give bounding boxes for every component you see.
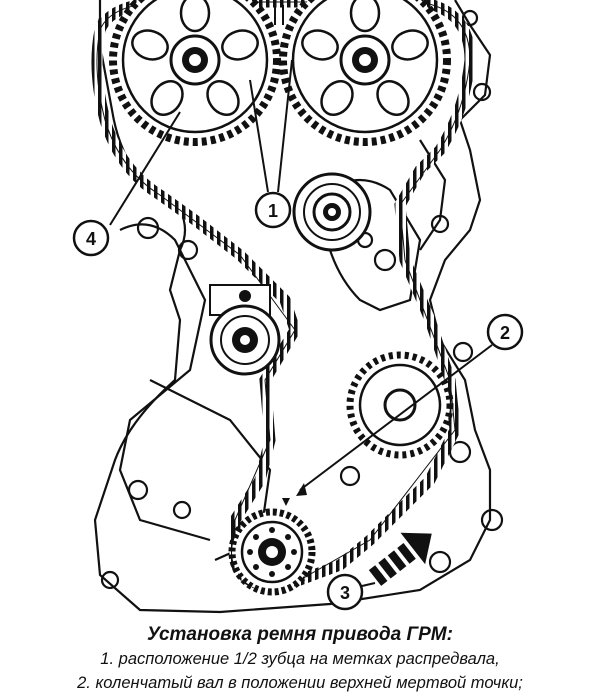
camshaft-sprocket-left [109, 0, 281, 146]
callout-2: 2 [486, 313, 524, 351]
view-direction-arrow [368, 532, 432, 586]
timing-belt-diagram: 1 2 3 4 [72, 0, 524, 614]
callout-3-label: 3 [340, 583, 350, 603]
caption-line-1: 1. расположение 1/2 зубца на метках расп… [100, 650, 500, 668]
engine-block-outline [93, 0, 504, 614]
caption-title: Установка ремня привода ГРМ: [147, 624, 453, 645]
crankshaft-sprocket [228, 508, 316, 596]
callout-1-label: 1 [268, 201, 278, 221]
callout-4-label: 4 [86, 229, 96, 249]
callout-3: 3 [326, 573, 364, 611]
callout-4: 4 [72, 219, 110, 257]
caption-line-2: 2. коленчатый вал в положении верхней ме… [77, 674, 523, 692]
callout-leader-lines [109, 59, 493, 587]
leader-arrowhead [296, 483, 307, 496]
crank-timing-mark [282, 498, 290, 506]
tensioner-pulley [209, 284, 281, 376]
camshaft-sprocket-right [279, 0, 451, 146]
idler-pulley-right [292, 172, 372, 252]
water-pump-pulley [346, 351, 454, 459]
callout-1: 1 [254, 191, 292, 229]
callout-2-label: 2 [500, 323, 510, 343]
camshaft-timing-marks [274, 5, 284, 25]
